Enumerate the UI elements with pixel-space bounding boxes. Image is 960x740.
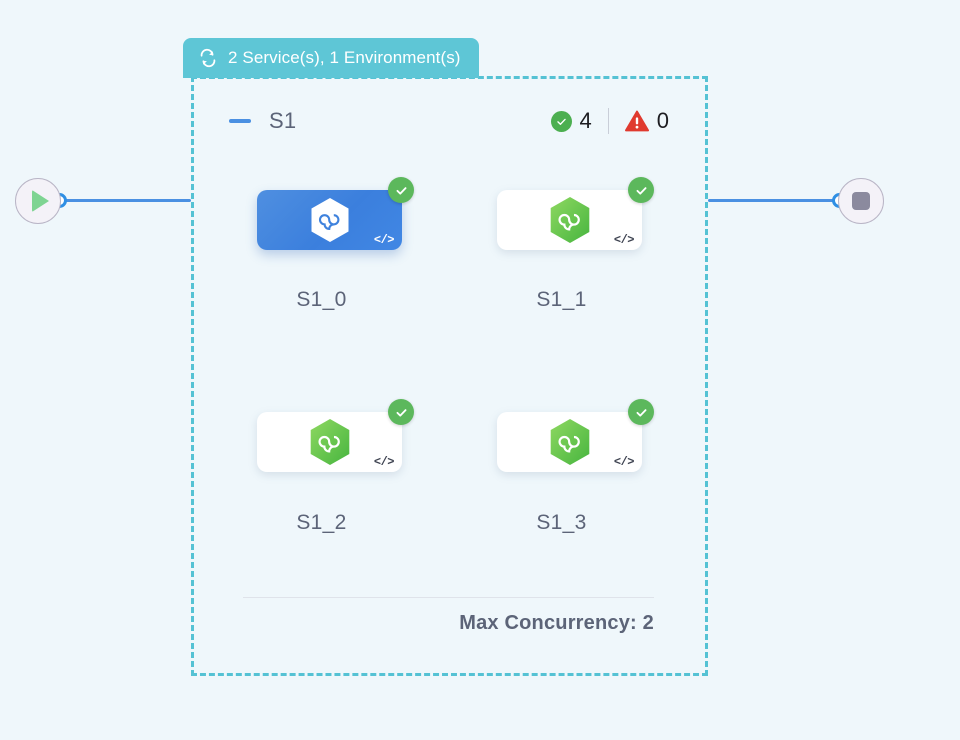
loop-icon xyxy=(200,48,216,68)
check-badge-icon xyxy=(628,177,654,203)
success-stat: 4 xyxy=(550,108,592,134)
success-count: 4 xyxy=(579,108,592,133)
check-badge-icon xyxy=(388,399,414,425)
check-badge-icon xyxy=(628,399,654,425)
max-concurrency-label: Max Concurrency: 2 xyxy=(459,612,654,634)
warning-triangle-icon xyxy=(624,110,649,132)
stage-header-row: S1 4 0 xyxy=(229,104,669,138)
start-node[interactable] xyxy=(15,178,61,224)
warning-count: 0 xyxy=(656,108,669,133)
group-header-tab[interactable]: 2 Service(s), 1 Environment(s) xyxy=(183,38,479,78)
code-icon[interactable]: </> xyxy=(613,455,635,469)
stats-divider xyxy=(607,108,609,134)
check-badge-icon xyxy=(388,177,414,203)
check-circle-icon xyxy=(550,110,572,132)
service-label-s1-0: S1_0 xyxy=(296,288,347,311)
stage-name-label: S1 xyxy=(269,108,297,133)
service-label-s1-2: S1_2 xyxy=(296,511,347,534)
end-node[interactable] xyxy=(838,178,884,224)
edge-start-to-group xyxy=(63,199,191,202)
service-label-s1-3: S1_3 xyxy=(536,511,587,534)
hexagon-loop-logo-icon xyxy=(550,197,589,243)
code-icon[interactable]: </> xyxy=(373,455,395,469)
play-icon xyxy=(32,190,49,212)
service-label-s1-1: S1_1 xyxy=(536,288,587,311)
code-icon[interactable]: </> xyxy=(373,233,395,247)
hexagon-loop-logo-icon xyxy=(550,419,589,465)
service-node-s1-0[interactable]: </> xyxy=(257,177,414,250)
edge-group-to-end xyxy=(708,199,841,202)
warning-stat: 0 xyxy=(624,108,669,134)
service-group-container[interactable] xyxy=(191,76,708,676)
hexagon-loop-logo-icon xyxy=(310,419,349,465)
footer-divider xyxy=(243,597,654,598)
group-tab-label: 2 Service(s), 1 Environment(s) xyxy=(228,48,461,67)
service-node-s1-3[interactable]: </> xyxy=(497,399,654,472)
stage-stats: 4 0 xyxy=(550,108,669,134)
hexagon-loop-logo-icon xyxy=(311,198,348,242)
service-node-s1-2[interactable]: </> xyxy=(257,399,414,472)
stop-icon xyxy=(852,192,870,210)
code-icon[interactable]: </> xyxy=(613,233,635,247)
service-node-s1-1[interactable]: </> xyxy=(497,177,654,250)
minus-icon[interactable] xyxy=(229,119,251,123)
